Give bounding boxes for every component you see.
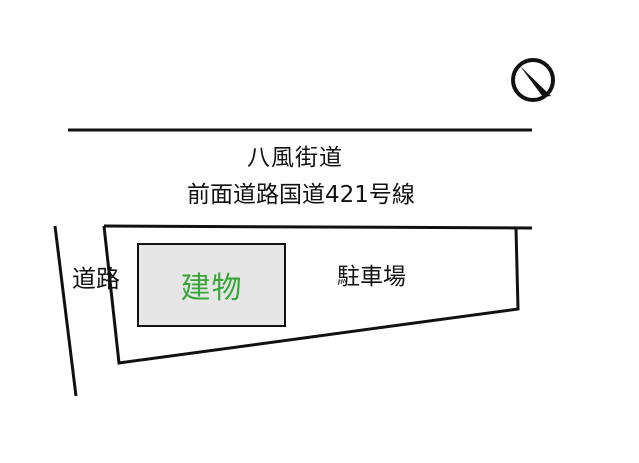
front-road-edge-line bbox=[103, 224, 533, 230]
building-box: 建物 bbox=[137, 243, 286, 327]
road-name-label: 八風街道 bbox=[247, 145, 343, 171]
side-road-label: 道路 bbox=[72, 265, 120, 293]
side-road-edge-line bbox=[53, 225, 78, 397]
front-road-label: 前面道路国道421号線 bbox=[187, 182, 415, 208]
north-arrow-icon bbox=[511, 58, 555, 102]
building-label: 建物 bbox=[180, 271, 243, 306]
parking-label: 駐車場 bbox=[337, 264, 406, 290]
site-boundary bbox=[102, 225, 520, 365]
